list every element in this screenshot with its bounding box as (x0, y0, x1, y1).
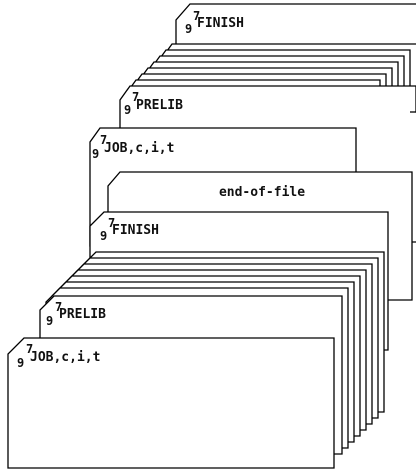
end-of-file-label: end-of-file (219, 185, 305, 200)
finish-bottom-row7: 7 (108, 216, 115, 230)
job-bottom-label: JOB,c,i,t (30, 350, 100, 365)
finish-bottom-row9: 9 (100, 229, 107, 243)
prelib-bottom-row9: 9 (46, 314, 53, 328)
job-bottom-row9: 9 (17, 356, 24, 370)
job-bottom-row7: 7 (26, 342, 33, 356)
job-card-bottom: 7 9 JOB,c,i,t (7, 337, 335, 469)
finish-bottom-label: FINISH (112, 223, 159, 238)
prelib-bottom-row7: 7 (55, 300, 62, 314)
job-top-label: JOB,c,i,t (104, 141, 174, 156)
job-top-row7: 7 (100, 133, 107, 147)
prelib-bottom-label: PRELIB (59, 307, 106, 322)
finish-top-row7: 7 (193, 9, 200, 23)
finish-top-label: FINISH (197, 16, 244, 31)
finish-top-row9: 9 (185, 22, 192, 36)
prelib-top-row7: 7 (132, 90, 139, 104)
prelib-top-row9: 9 (124, 103, 131, 117)
job-top-row9: 9 (92, 147, 99, 161)
prelib-top-label: PRELIB (136, 98, 183, 113)
